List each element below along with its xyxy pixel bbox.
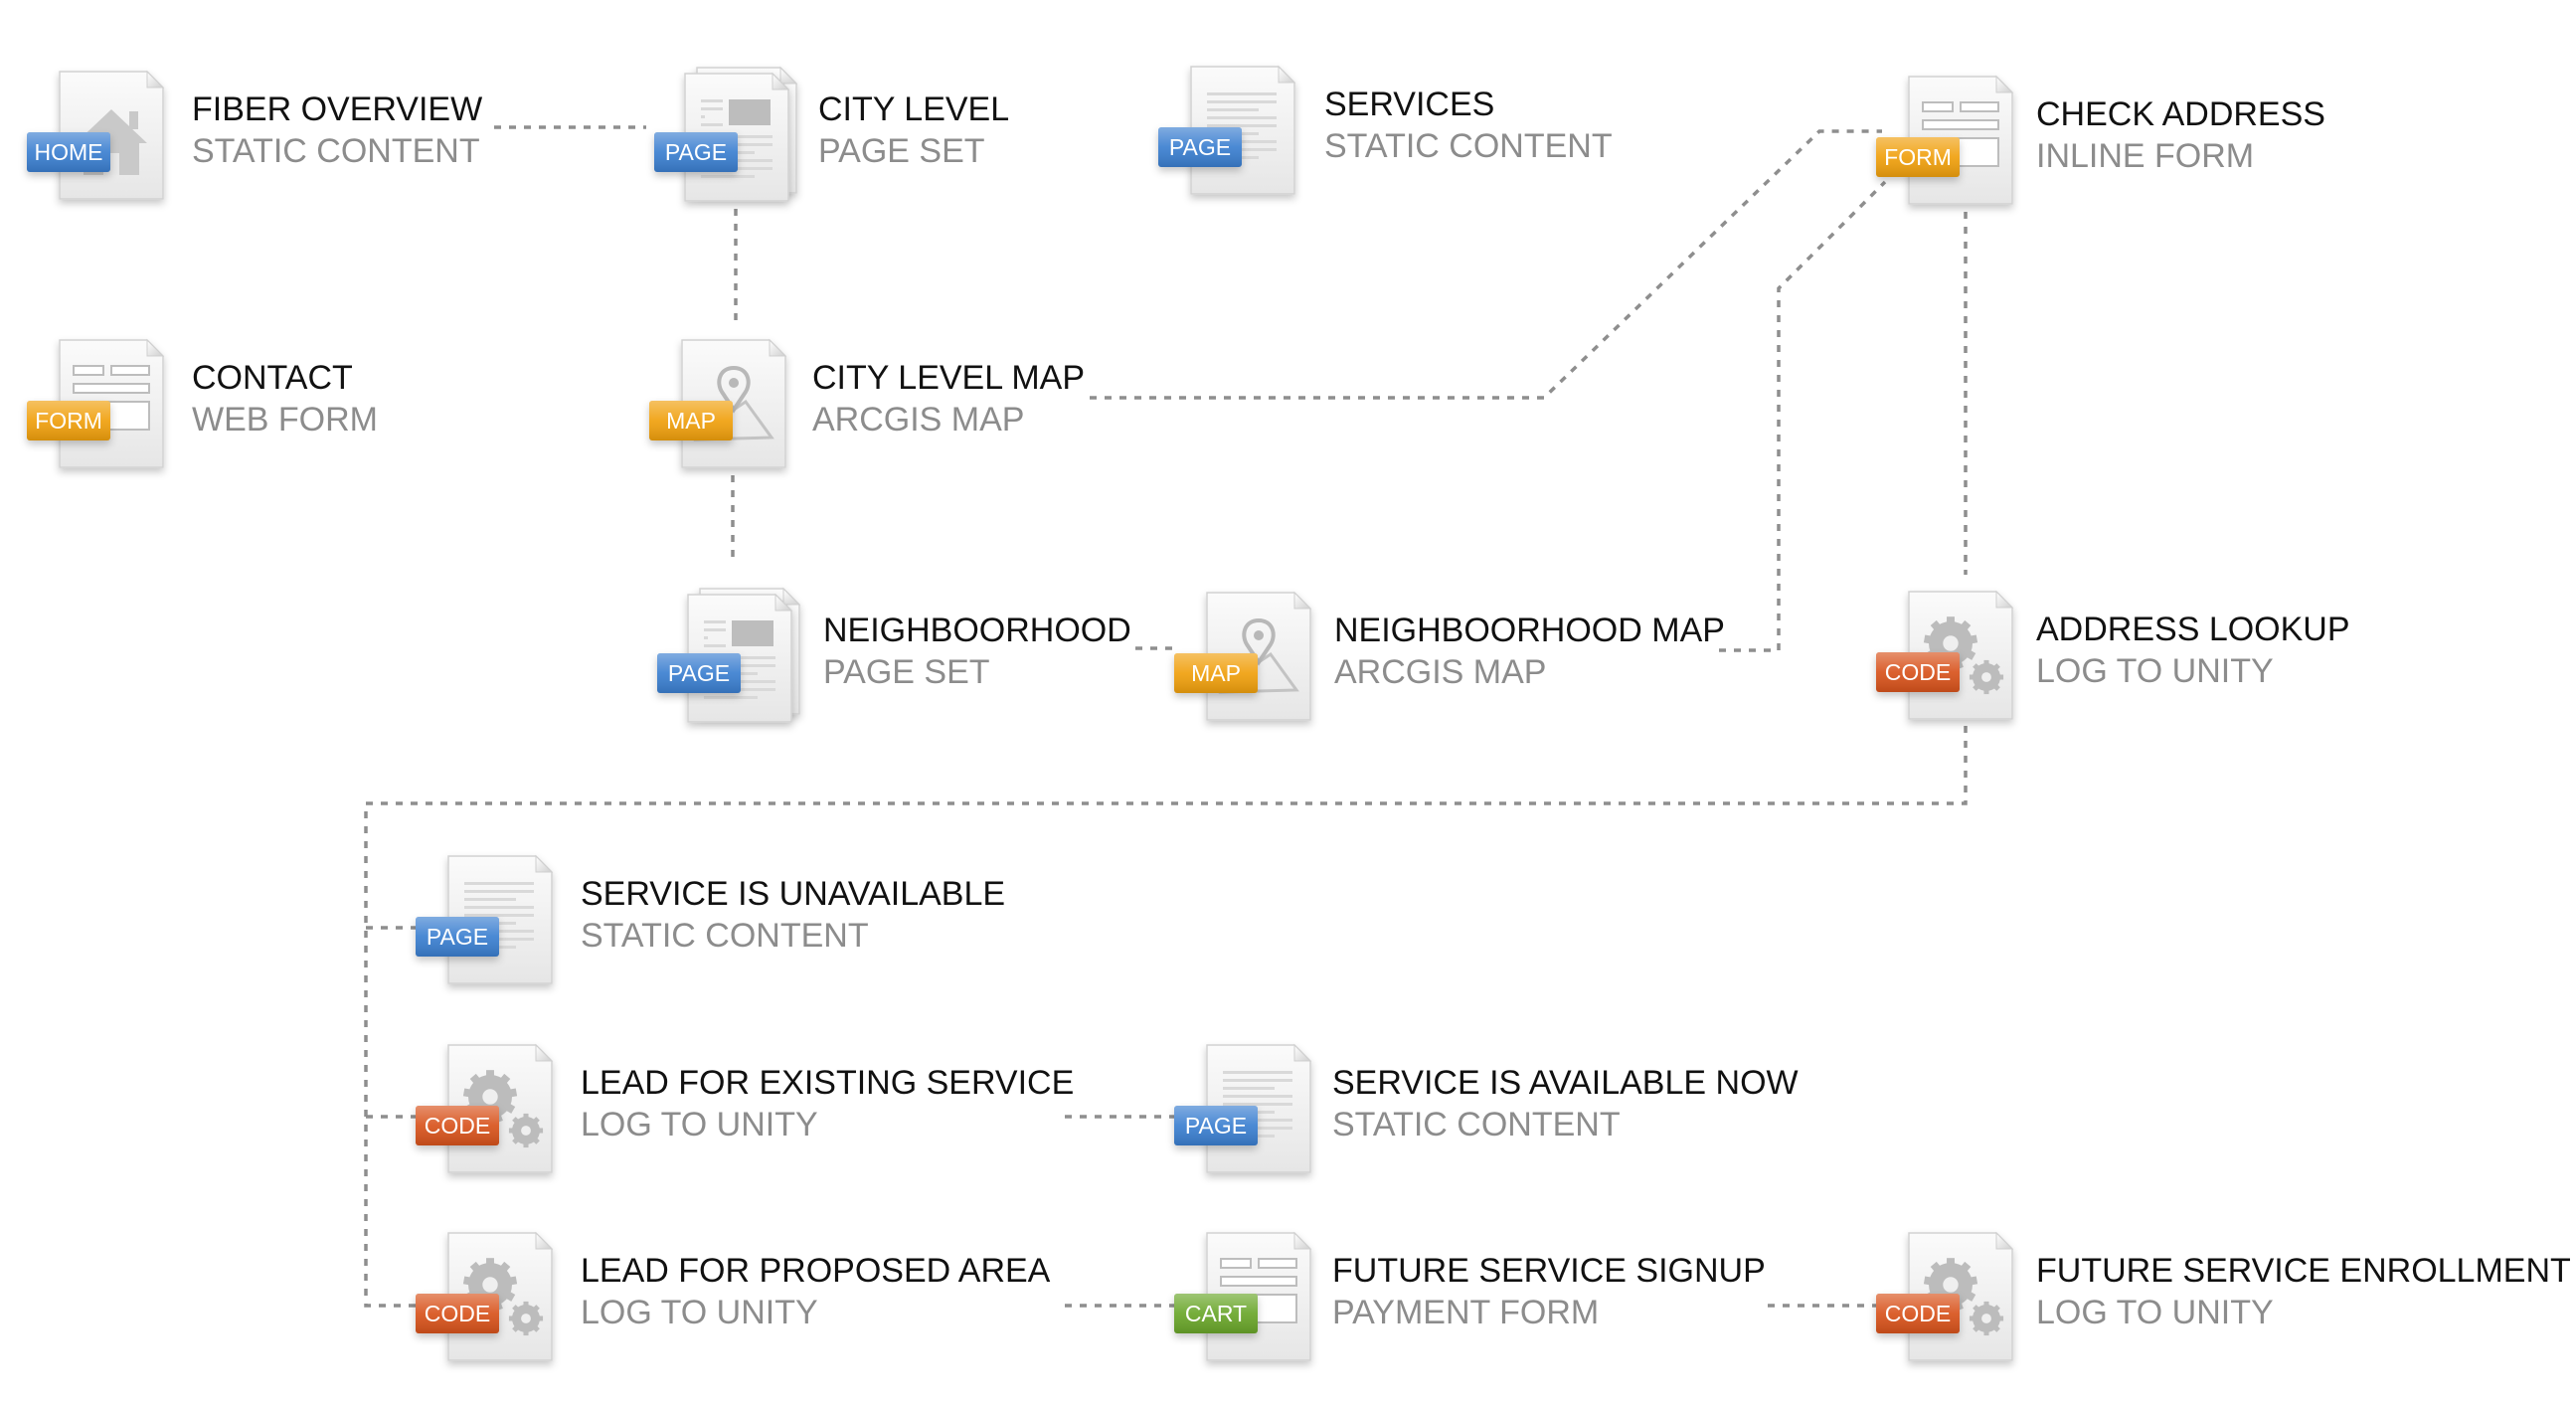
connector-neighborhood-map-to-check-address <box>1719 180 1887 652</box>
node-service-unavailable[interactable]: PAGE SERVICE IS UNAVAILABLE STATIC CONTENT <box>416 854 1005 984</box>
node-subtitle: INLINE FORM <box>2036 137 2254 175</box>
node-address-lookup[interactable]: CODE ADDRESS LOOKUP LOG TO UNITY <box>1876 590 2350 720</box>
badge-label: FORM <box>35 408 102 434</box>
node-subtitle: STATIC CONTENT <box>1324 127 1613 165</box>
badge-label: CODE <box>1885 659 1951 685</box>
node-neighborhood[interactable]: PAGE NEIGHBOORHOOD PAGE SET <box>657 587 1131 723</box>
badge-label: PAGE <box>1169 134 1231 160</box>
badge-label: MAP <box>1191 660 1241 686</box>
badge-code: CODE <box>416 1294 499 1333</box>
node-city-level-map[interactable]: MAP CITY LEVEL MAP ARCGIS MAP <box>649 338 1085 468</box>
node-title: LEAD FOR EXISTING SERVICE <box>581 1064 1074 1102</box>
badge-label: CODE <box>425 1113 490 1139</box>
badge-page: PAGE <box>416 917 499 957</box>
badge-label: CODE <box>425 1301 490 1326</box>
node-subtitle: PAYMENT FORM <box>1332 1294 1599 1331</box>
node-subtitle: PAGE SET <box>818 132 985 170</box>
badge-page: PAGE <box>1158 127 1242 167</box>
badge-label: CART <box>1185 1301 1247 1326</box>
node-neighborhood-map[interactable]: MAP NEIGHBOORHOOD MAP ARCGIS MAP <box>1174 591 1725 721</box>
node-city-level[interactable]: PAGE CITY LEVEL PAGE SET <box>654 66 1009 202</box>
badge-label: PAGE <box>665 139 727 165</box>
node-subtitle: LOG TO UNITY <box>2036 1294 2274 1331</box>
badge-code: CODE <box>1876 1294 1960 1333</box>
badge-label: PAGE <box>1185 1113 1247 1139</box>
badge-page: PAGE <box>1174 1106 1258 1145</box>
badge-label: PAGE <box>427 924 488 950</box>
node-layer: HOME FIBER OVERVIEW STATIC CONTENT PAGE CITY… <box>27 65 2571 1361</box>
node-title: NEIGHBOORHOOD MAP <box>1334 612 1725 649</box>
node-subtitle: STATIC CONTENT <box>192 132 480 170</box>
badge-page: PAGE <box>654 132 738 172</box>
connector-address-lookup-to-service-unavailable <box>364 726 1968 1308</box>
node-future-signup[interactable]: CART FUTURE SERVICE SIGNUP PAYMENT FORM <box>1174 1231 1766 1361</box>
node-title: CONTACT <box>192 359 353 397</box>
node-subtitle: STATIC CONTENT <box>581 917 869 955</box>
node-title: CHECK ADDRESS <box>2036 95 2325 133</box>
node-title: SERVICE IS UNAVAILABLE <box>581 875 1005 913</box>
badge-home: HOME <box>27 132 110 172</box>
node-title: FUTURE SERVICE SIGNUP <box>1332 1252 1766 1290</box>
node-title: ADDRESS LOOKUP <box>2036 611 2350 648</box>
node-subtitle: WEB FORM <box>192 401 378 439</box>
badge-code: CODE <box>416 1106 499 1145</box>
node-subtitle: LOG TO UNITY <box>581 1294 818 1331</box>
badge-label: PAGE <box>668 660 730 686</box>
badge-cart: CART <box>1174 1294 1258 1333</box>
node-title: SERVICE IS AVAILABLE NOW <box>1332 1064 1799 1102</box>
badge-label: FORM <box>1884 144 1952 170</box>
node-subtitle: STATIC CONTENT <box>1332 1106 1621 1143</box>
badge-map: MAP <box>1174 653 1258 693</box>
node-title: FIBER OVERVIEW <box>192 90 482 128</box>
node-services[interactable]: PAGE SERVICES STATIC CONTENT <box>1158 65 1613 195</box>
node-fiber-overview[interactable]: HOME FIBER OVERVIEW STATIC CONTENT <box>27 70 482 200</box>
node-subtitle: ARCGIS MAP <box>1334 653 1546 691</box>
node-title: SERVICES <box>1324 86 1494 123</box>
node-title: LEAD FOR PROPOSED AREA <box>581 1252 1051 1290</box>
node-title: FUTURE SERVICE ENROLLMENT <box>2036 1252 2571 1290</box>
node-subtitle: ARCGIS MAP <box>812 401 1024 439</box>
badge-form: FORM <box>1876 137 1960 177</box>
node-subtitle: LOG TO UNITY <box>2036 652 2274 690</box>
node-future-enrollment[interactable]: CODE FUTURE SERVICE ENROLLMENT LOG TO UNIT… <box>1876 1231 2571 1361</box>
node-subtitle: LOG TO UNITY <box>581 1106 818 1143</box>
node-check-address[interactable]: FORM CHECK ADDRESS INLINE FORM <box>1876 75 2325 205</box>
node-subtitle: PAGE SET <box>823 653 990 691</box>
connector-city-level-map-to-check-address <box>1090 129 1882 400</box>
badge-label: CODE <box>1885 1301 1951 1326</box>
node-title: NEIGHBOORHOOD <box>823 612 1131 649</box>
badge-map: MAP <box>649 401 733 440</box>
badge-form: FORM <box>27 401 110 440</box>
node-contact[interactable]: FORM CONTACT WEB FORM <box>27 338 378 468</box>
node-title: CITY LEVEL MAP <box>812 359 1085 397</box>
node-title: CITY LEVEL <box>818 90 1009 128</box>
badge-label: MAP <box>666 408 716 434</box>
node-lead-proposed[interactable]: CODE LEAD FOR PROPOSED AREA LOG TO UNITY <box>416 1231 1051 1361</box>
node-service-available[interactable]: PAGE SERVICE IS AVAILABLE NOW STATIC CONTE… <box>1174 1043 1799 1173</box>
badge-label: HOME <box>35 139 103 165</box>
node-lead-existing[interactable]: CODE LEAD FOR EXISTING SERVICE LOG TO UNIT… <box>416 1043 1074 1173</box>
badge-code: CODE <box>1876 652 1960 692</box>
badge-page: PAGE <box>657 653 741 693</box>
